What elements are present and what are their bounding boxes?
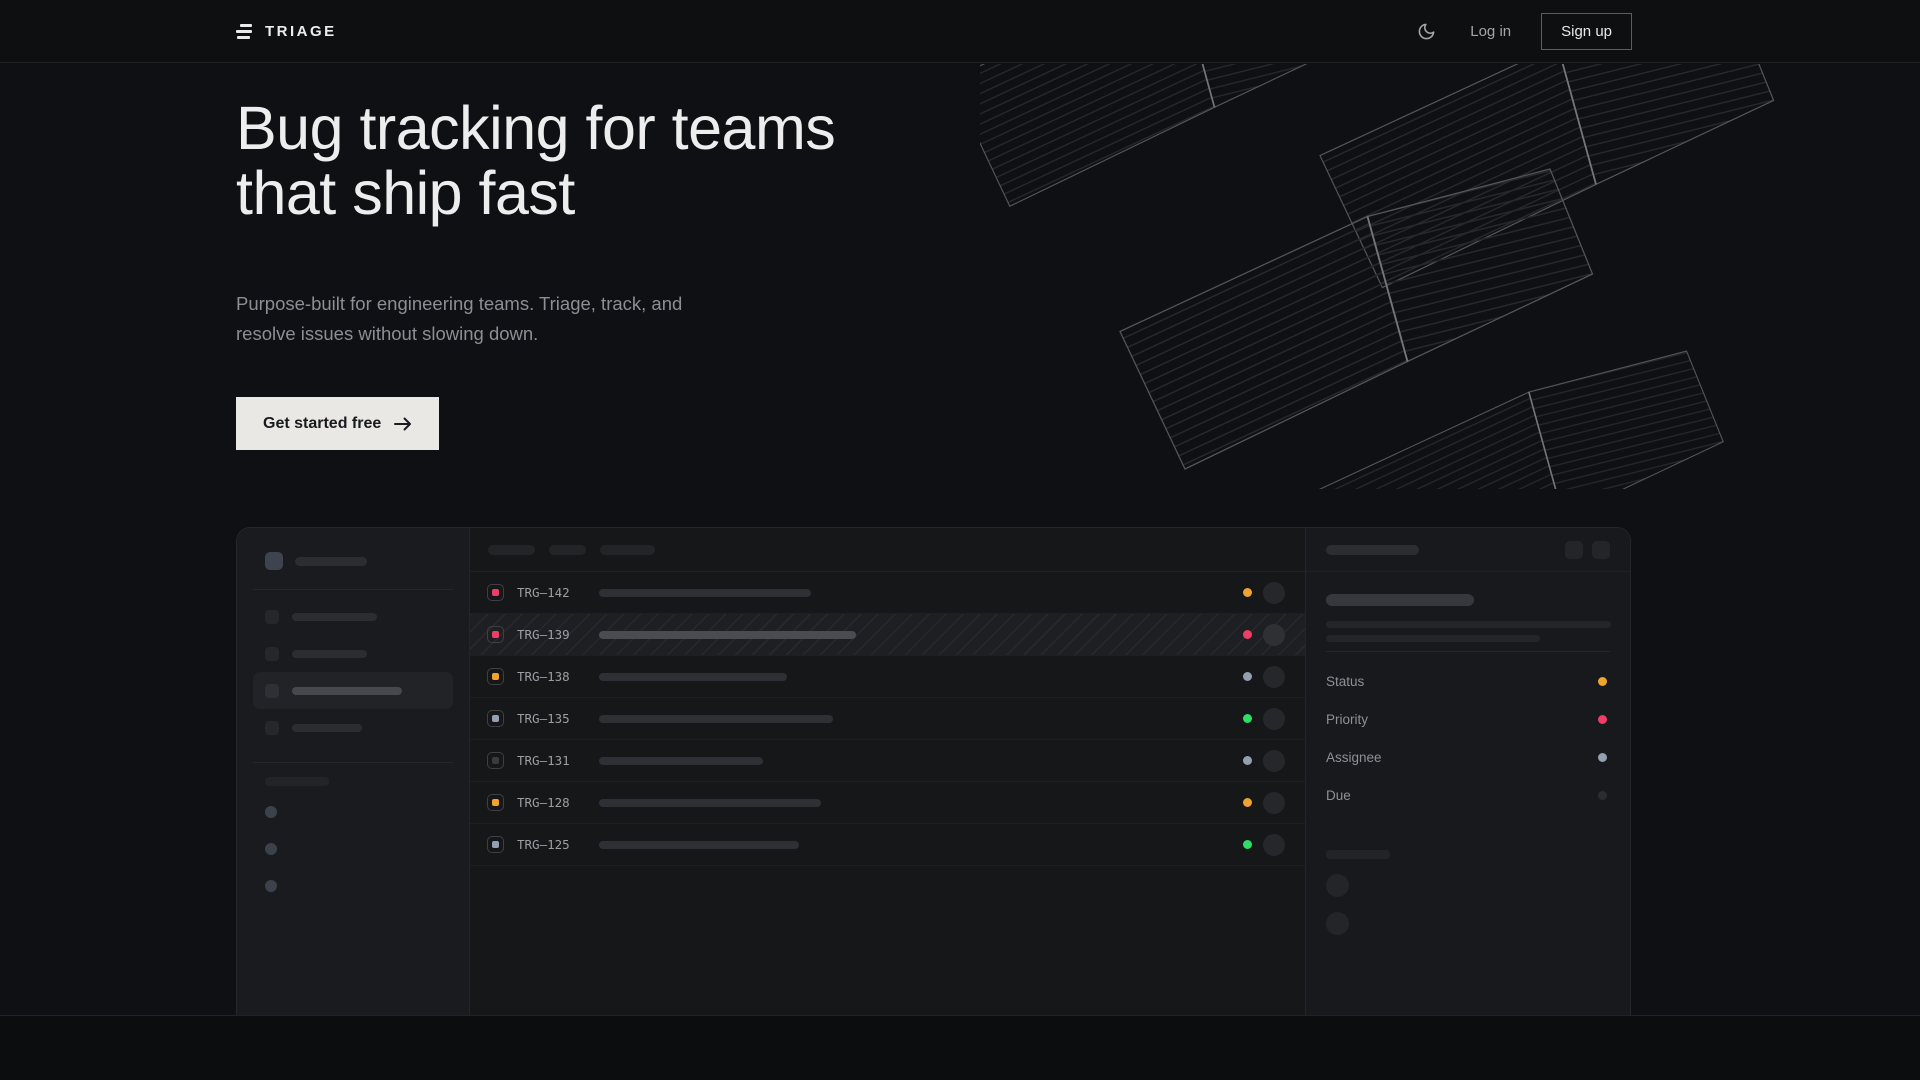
issue-type-icon: [487, 752, 504, 769]
preview-sidebar: [237, 528, 470, 1016]
issue-assignee-avatar: [1263, 749, 1285, 772]
issue-status-dot: [1243, 672, 1252, 681]
issue-title-skeleton: [599, 756, 763, 765]
brand-logo-icon: [236, 23, 254, 39]
issue-assignee-avatar: [1263, 791, 1285, 814]
preview-sidebar-dot: [265, 806, 277, 818]
panel-property-row: Assignee: [1326, 738, 1610, 776]
issue-type-icon: [487, 794, 504, 811]
issue-id: TRG–138: [517, 669, 570, 684]
issue-assignee-avatar: [1263, 665, 1285, 688]
issue-type-icon: [487, 710, 504, 727]
brand-logo[interactable]: TRIAGE: [236, 23, 337, 40]
issue-title-skeleton: [599, 630, 856, 639]
property-value-dot: [1598, 752, 1607, 762]
issue-id: TRG–131: [517, 753, 570, 768]
preview-issue-row: TRG–135: [470, 698, 1305, 740]
panel-property-row: Due: [1326, 776, 1610, 814]
issue-assignee-avatar: [1263, 833, 1285, 856]
preview-workspace-header: [253, 552, 453, 570]
footer-band: [0, 1015, 1920, 1080]
issue-assignee-avatar: [1263, 581, 1285, 604]
issue-status-dot: [1243, 714, 1252, 723]
get-started-button[interactable]: Get started free: [236, 397, 440, 450]
issue-type-icon: [487, 584, 504, 601]
issue-type-icon: [487, 668, 504, 685]
issue-id: TRG–135: [517, 711, 570, 726]
nav-actions: Log in Sign up: [1413, 12, 1632, 50]
preview-issue-row: TRG–131: [470, 740, 1305, 782]
issue-title-skeleton: [599, 840, 799, 849]
signup-button[interactable]: Sign up: [1541, 12, 1632, 50]
issue-title-skeleton: [599, 714, 833, 723]
preview-list-toolbar: [470, 528, 1305, 572]
brand-name: TRIAGE: [265, 22, 337, 40]
moon-icon: [1417, 22, 1436, 41]
issue-type-icon: [487, 626, 504, 643]
property-value-dot: [1598, 676, 1607, 686]
workspace-icon: [265, 552, 283, 570]
issue-status-dot: [1243, 588, 1252, 597]
property-label: Priority: [1326, 711, 1369, 727]
issue-title-skeleton: [599, 798, 821, 807]
issue-id: TRG–125: [517, 837, 570, 852]
preview-issue-row: TRG–138: [470, 656, 1305, 698]
preview-activity-avatar: [1326, 874, 1349, 897]
preview-panel-header: [1306, 528, 1630, 572]
login-link[interactable]: Log in: [1470, 22, 1512, 40]
issue-assignee-avatar: [1263, 623, 1285, 646]
issue-assignee-avatar: [1263, 707, 1285, 730]
preview-sidebar-dot: [265, 843, 277, 855]
arrow-right-icon: [394, 417, 412, 431]
issue-type-icon: [487, 836, 504, 853]
theme-toggle-button[interactable]: [1413, 18, 1440, 45]
hero-wireframe-graphic: [980, 64, 1775, 489]
issue-id: TRG–128: [517, 795, 570, 810]
property-label: Assignee: [1326, 749, 1382, 765]
panel-property-row: Priority: [1326, 700, 1610, 738]
issue-status-dot: [1243, 630, 1252, 639]
property-label: Due: [1326, 787, 1351, 803]
top-nav: TRIAGE Log in Sign up: [0, 0, 1920, 63]
preview-panel-action: [1592, 540, 1610, 559]
preview-nav-item-active: [253, 672, 453, 709]
property-value-dot: [1598, 790, 1607, 800]
issue-status-dot: [1243, 840, 1252, 849]
preview-issue-row: TRG–128: [470, 782, 1305, 824]
issue-title-skeleton: [599, 672, 787, 681]
preview-nav-item: [253, 598, 453, 635]
preview-activity-avatar: [1326, 912, 1349, 935]
preview-issue-row: TRG–142: [470, 572, 1305, 614]
issue-status-dot: [1243, 798, 1252, 807]
hero-subtitle: Purpose-built for engineering teams. Tri…: [236, 293, 683, 344]
preview-nav-item: [253, 709, 453, 746]
issue-id: TRG–142: [517, 585, 570, 600]
issue-title-skeleton: [599, 588, 811, 597]
property-label: Status: [1326, 673, 1365, 689]
page-title: Bug tracking for teams that ship fast: [236, 94, 836, 228]
preview-nav-item: [253, 635, 453, 672]
preview-issue-row: TRG–139: [470, 614, 1305, 656]
panel-property-row: Status: [1326, 662, 1610, 700]
issue-status-dot: [1243, 756, 1252, 765]
preview-panel-action: [1565, 540, 1583, 559]
property-value-dot: [1598, 714, 1607, 724]
preview-sidebar-dot: [265, 880, 277, 892]
issue-id: TRG–139: [517, 627, 570, 642]
preview-issue-row: TRG–125: [470, 824, 1305, 866]
preview-issue-title-skeleton: [1326, 594, 1474, 606]
